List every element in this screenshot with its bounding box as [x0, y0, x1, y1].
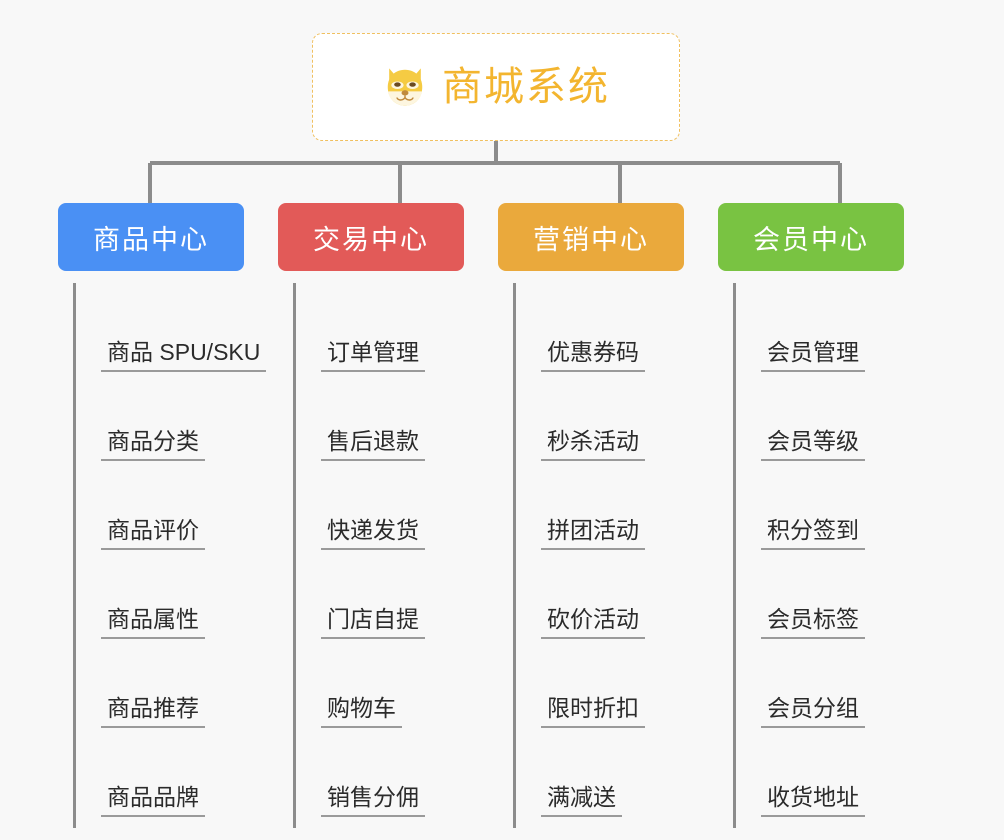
leaf-item[interactable]: 商品分类: [76, 372, 278, 461]
leaf-label: 销售分佣: [321, 784, 425, 817]
leaf-item[interactable]: 秒杀活动: [516, 372, 718, 461]
leaf-label: 商品品牌: [101, 784, 205, 817]
leaf-item[interactable]: 商品推荐: [76, 639, 278, 728]
leaf-label: 会员管理: [761, 339, 865, 372]
branch-body-1: 订单管理 售后退款 快递发货 门店自提 购物车 销售分佣: [293, 283, 498, 828]
leaf-item[interactable]: 商品 SPU/SKU: [76, 283, 278, 372]
leaf-label: 会员标签: [761, 606, 865, 639]
leaf-label: 购物车: [321, 695, 402, 728]
leaf-label: 门店自提: [321, 606, 425, 639]
leaf-label: 商品 SPU/SKU: [101, 339, 267, 372]
leaf-label: 订单管理: [321, 339, 425, 372]
branch-column-0: 商品中心 商品 SPU/SKU 商品分类 商品评价 商品属性 商品推荐 商品品牌: [58, 203, 278, 828]
leaf-item[interactable]: 会员等级: [736, 372, 938, 461]
leaf-item[interactable]: 会员管理: [736, 283, 938, 372]
leaf-item[interactable]: 砍价活动: [516, 550, 718, 639]
leaf-label: 秒杀活动: [541, 428, 645, 461]
leaf-item[interactable]: 商品品牌: [76, 728, 278, 817]
branch-header-3[interactable]: 会员中心: [718, 203, 904, 271]
leaf-item[interactable]: 订单管理: [296, 283, 498, 372]
leaf-label: 会员分组: [761, 695, 865, 728]
leaf-item[interactable]: 优惠券码: [516, 283, 718, 372]
branch-columns: 商品中心 商品 SPU/SKU 商品分类 商品评价 商品属性 商品推荐 商品品牌…: [0, 203, 1004, 840]
branch-header-label-0: 商品中心: [93, 224, 209, 255]
leaf-item[interactable]: 满减送: [516, 728, 718, 817]
leaf-label: 商品推荐: [101, 695, 205, 728]
branch-column-2: 营销中心 优惠券码 秒杀活动 拼团活动 砍价活动 限时折扣 满减送: [498, 203, 718, 828]
leaf-item[interactable]: 商品评价: [76, 461, 278, 550]
leaf-item[interactable]: 购物车: [296, 639, 498, 728]
leaf-label: 优惠券码: [541, 339, 645, 372]
leaf-label: 收货地址: [761, 784, 865, 817]
leaf-label: 积分签到: [761, 517, 865, 550]
leaf-label: 商品评价: [101, 517, 205, 550]
leaf-item[interactable]: 快递发货: [296, 461, 498, 550]
leaf-item[interactable]: 收货地址: [736, 728, 938, 817]
leaf-item[interactable]: 售后退款: [296, 372, 498, 461]
leaf-label: 限时折扣: [541, 695, 645, 728]
branch-column-1: 交易中心 订单管理 售后退款 快递发货 门店自提 购物车 销售分佣: [278, 203, 498, 828]
leaf-item[interactable]: 门店自提: [296, 550, 498, 639]
branch-body-2: 优惠券码 秒杀活动 拼团活动 砍价活动 限时折扣 满减送: [513, 283, 718, 828]
leaf-label: 商品分类: [101, 428, 205, 461]
branch-header-label-3: 会员中心: [753, 224, 869, 255]
leaf-item[interactable]: 商品属性: [76, 550, 278, 639]
branch-header-0[interactable]: 商品中心: [58, 203, 244, 271]
leaf-label: 满减送: [541, 784, 622, 817]
branch-column-3: 会员中心 会员管理 会员等级 积分签到 会员标签 会员分组 收货地址: [718, 203, 938, 828]
leaf-item[interactable]: 拼团活动: [516, 461, 718, 550]
leaf-item[interactable]: 销售分佣: [296, 728, 498, 817]
leaf-item[interactable]: 会员标签: [736, 550, 938, 639]
branch-body-3: 会员管理 会员等级 积分签到 会员标签 会员分组 收货地址: [733, 283, 938, 828]
leaf-item[interactable]: 会员分组: [736, 639, 938, 728]
branch-header-label-2: 营销中心: [533, 224, 649, 255]
branch-header-1[interactable]: 交易中心: [278, 203, 464, 271]
leaf-label: 商品属性: [101, 606, 205, 639]
branch-header-label-1: 交易中心: [313, 224, 429, 255]
leaf-label: 砍价活动: [541, 606, 645, 639]
leaf-label: 快递发货: [321, 517, 425, 550]
leaf-item[interactable]: 限时折扣: [516, 639, 718, 728]
leaf-label: 会员等级: [761, 428, 865, 461]
branch-header-2[interactable]: 营销中心: [498, 203, 684, 271]
leaf-label: 拼团活动: [541, 517, 645, 550]
root-node-mall-system[interactable]: 商城系统: [312, 33, 680, 141]
leaf-item[interactable]: 积分签到: [736, 461, 938, 550]
branch-body-0: 商品 SPU/SKU 商品分类 商品评价 商品属性 商品推荐 商品品牌: [73, 283, 278, 828]
leaf-label: 售后退款: [321, 428, 425, 461]
shiba-dog-face-icon: [387, 68, 423, 106]
root-node-title: 商城系统: [442, 65, 610, 109]
